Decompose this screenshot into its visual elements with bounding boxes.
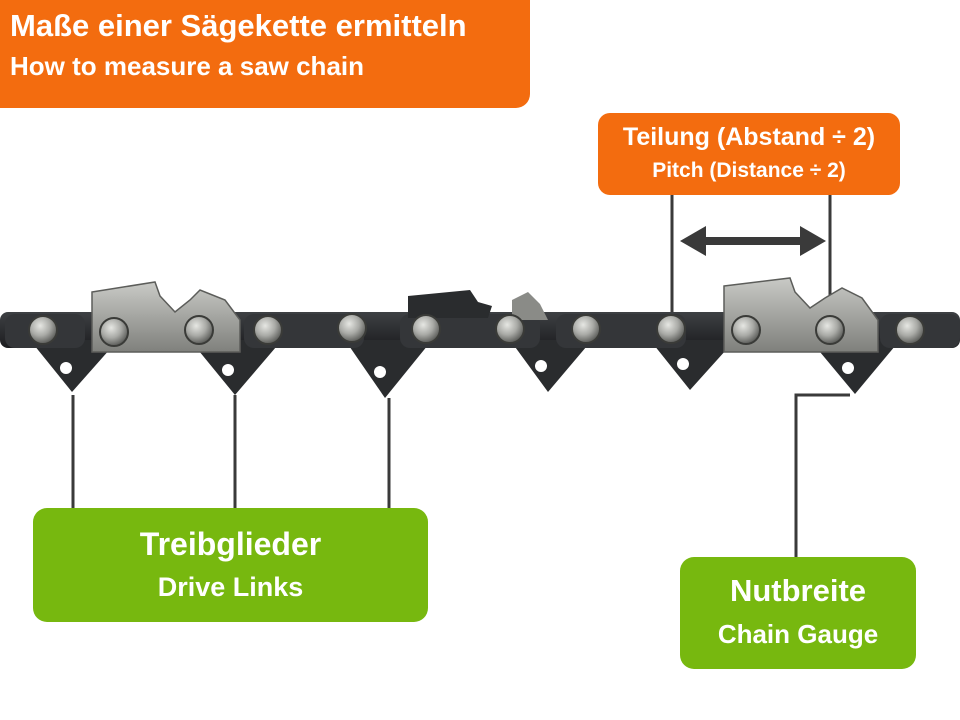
- drive-link-tang: [810, 340, 900, 394]
- chain-gauge-label-english: Chain Gauge: [717, 619, 879, 649]
- rivet: [337, 313, 367, 343]
- tang-hole: [842, 362, 854, 374]
- drive-links-label-english: Drive Links: [157, 572, 304, 602]
- drive-links-label-box: Treibglieder Drive Links: [33, 508, 428, 622]
- rivet: [184, 315, 214, 345]
- rivet: [815, 315, 845, 345]
- rivet: [656, 314, 686, 344]
- tang-hole: [374, 366, 386, 378]
- rivet: [495, 314, 525, 344]
- title-english: How to measure a saw chain: [10, 51, 365, 81]
- tang-hole: [677, 358, 689, 370]
- tang-hole: [535, 360, 547, 372]
- pitch-label-box: Teilung (Abstand ÷ 2) Pitch (Distance ÷ …: [598, 113, 900, 195]
- rivet: [731, 315, 761, 345]
- tang-hole: [222, 364, 234, 376]
- drive-link-tang: [345, 340, 432, 398]
- rivet: [99, 317, 129, 347]
- rivet: [895, 315, 925, 345]
- cutter-middle: [408, 290, 548, 320]
- title-banner: Maße einer Sägekette ermitteln How to me…: [0, 0, 530, 108]
- pitch-label-english: Pitch (Distance ÷ 2): [652, 159, 846, 182]
- tang-hole: [60, 362, 72, 374]
- rivet: [411, 314, 441, 344]
- leader-lines: [71, 195, 850, 557]
- drive-link-tang: [650, 340, 735, 390]
- rivet: [571, 314, 601, 344]
- title-german: Maße einer Sägekette ermitteln: [10, 8, 467, 43]
- drive-links-label-german: Treibglieder: [139, 526, 322, 562]
- gauge-leader: [794, 393, 850, 557]
- rivet: [28, 315, 58, 345]
- drive-link-tang: [190, 340, 282, 395]
- pitch-distance-arrow: [680, 226, 826, 256]
- drive-link-tang: [510, 340, 592, 392]
- chain-gauge-label-box: Nutbreite Chain Gauge: [680, 557, 916, 669]
- chain-gauge-label-german: Nutbreite: [729, 573, 867, 608]
- drive-link-tang: [30, 340, 118, 392]
- pitch-label-german: Teilung (Abstand ÷ 2): [622, 123, 876, 151]
- rivets: [28, 313, 925, 347]
- rivet: [253, 315, 283, 345]
